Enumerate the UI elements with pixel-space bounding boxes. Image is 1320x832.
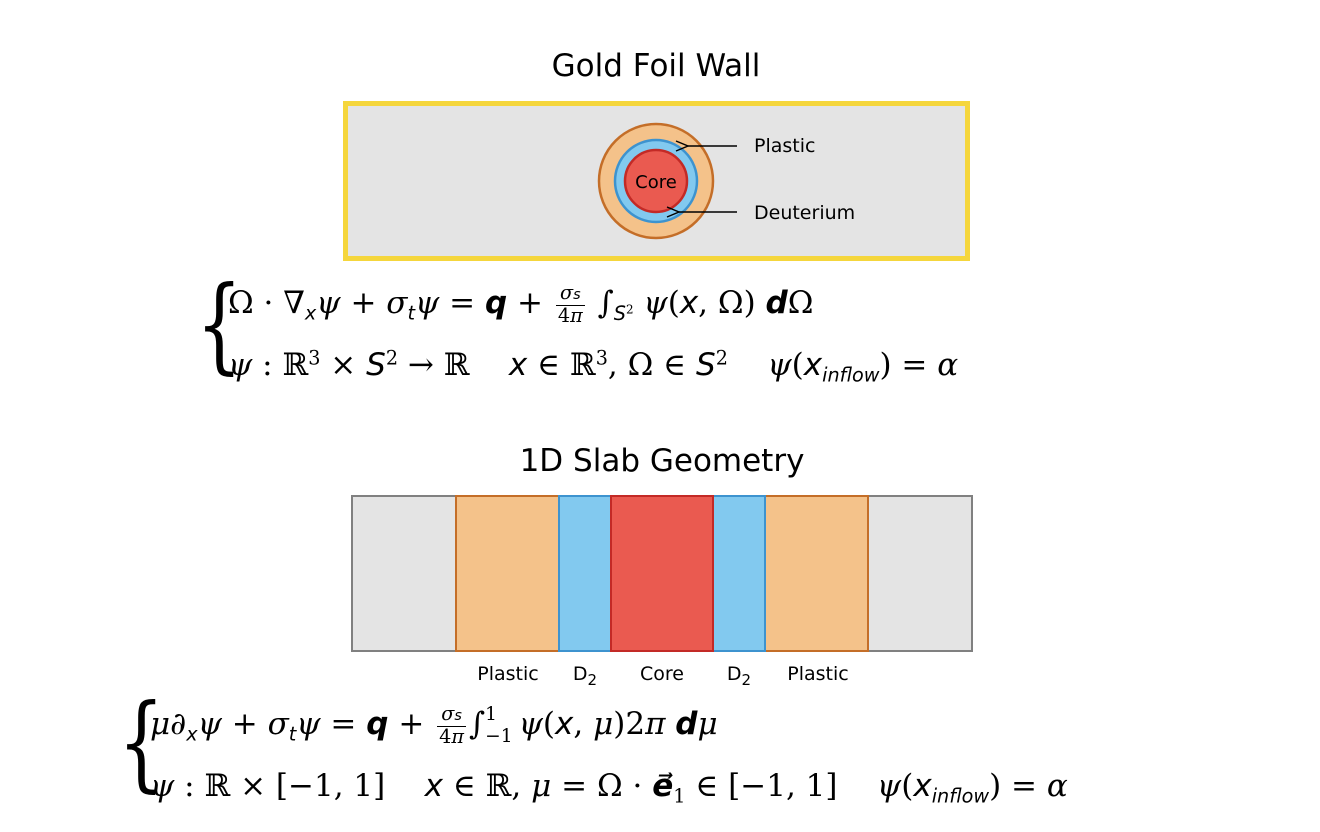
core-label: Core: [635, 172, 677, 193]
slab-label-d2-right: D2: [727, 663, 751, 689]
slab-outer-right: [867, 495, 973, 652]
domain-statement-1d: ψ : ℝ × [−1, 1] x ∈ ℝ, μ = Ω · e⃗1 ∈ [−1…: [150, 768, 1068, 808]
slab-outer-left: [351, 495, 457, 652]
d2-left-sub: 2: [588, 671, 598, 689]
slab-plastic-right: [764, 495, 869, 652]
slab-core: [610, 495, 714, 652]
core-circle: [623, 148, 689, 214]
slab-plastic-left: [455, 495, 560, 652]
domain-statement-3d: ψ : ℝ3 × S2 → ℝ x ∈ ℝ3, Ω ∈ S2 ψ(xinflow…: [228, 346, 959, 387]
d2-left-letter: D: [573, 663, 588, 685]
deuterium-label: Deuterium: [754, 202, 855, 224]
slab-label-plastic-left: Plastic: [477, 663, 538, 685]
slab-d2-left: [558, 495, 612, 652]
gold-foil-title: Gold Foil Wall: [551, 48, 761, 84]
slab-title: 1D Slab Geometry: [519, 443, 805, 479]
slab-d2-right: [712, 495, 766, 652]
slab-label-core: Core: [640, 663, 684, 685]
equation-brace-1: {: [196, 263, 243, 385]
d2-right-sub: 2: [742, 671, 752, 689]
d2-right-letter: D: [727, 663, 742, 685]
slab-label-plastic-right: Plastic: [787, 663, 848, 685]
slab-label-d2-left: D2: [573, 663, 597, 689]
equation-brace-2: {: [118, 681, 165, 803]
plastic-label: Plastic: [754, 135, 815, 157]
